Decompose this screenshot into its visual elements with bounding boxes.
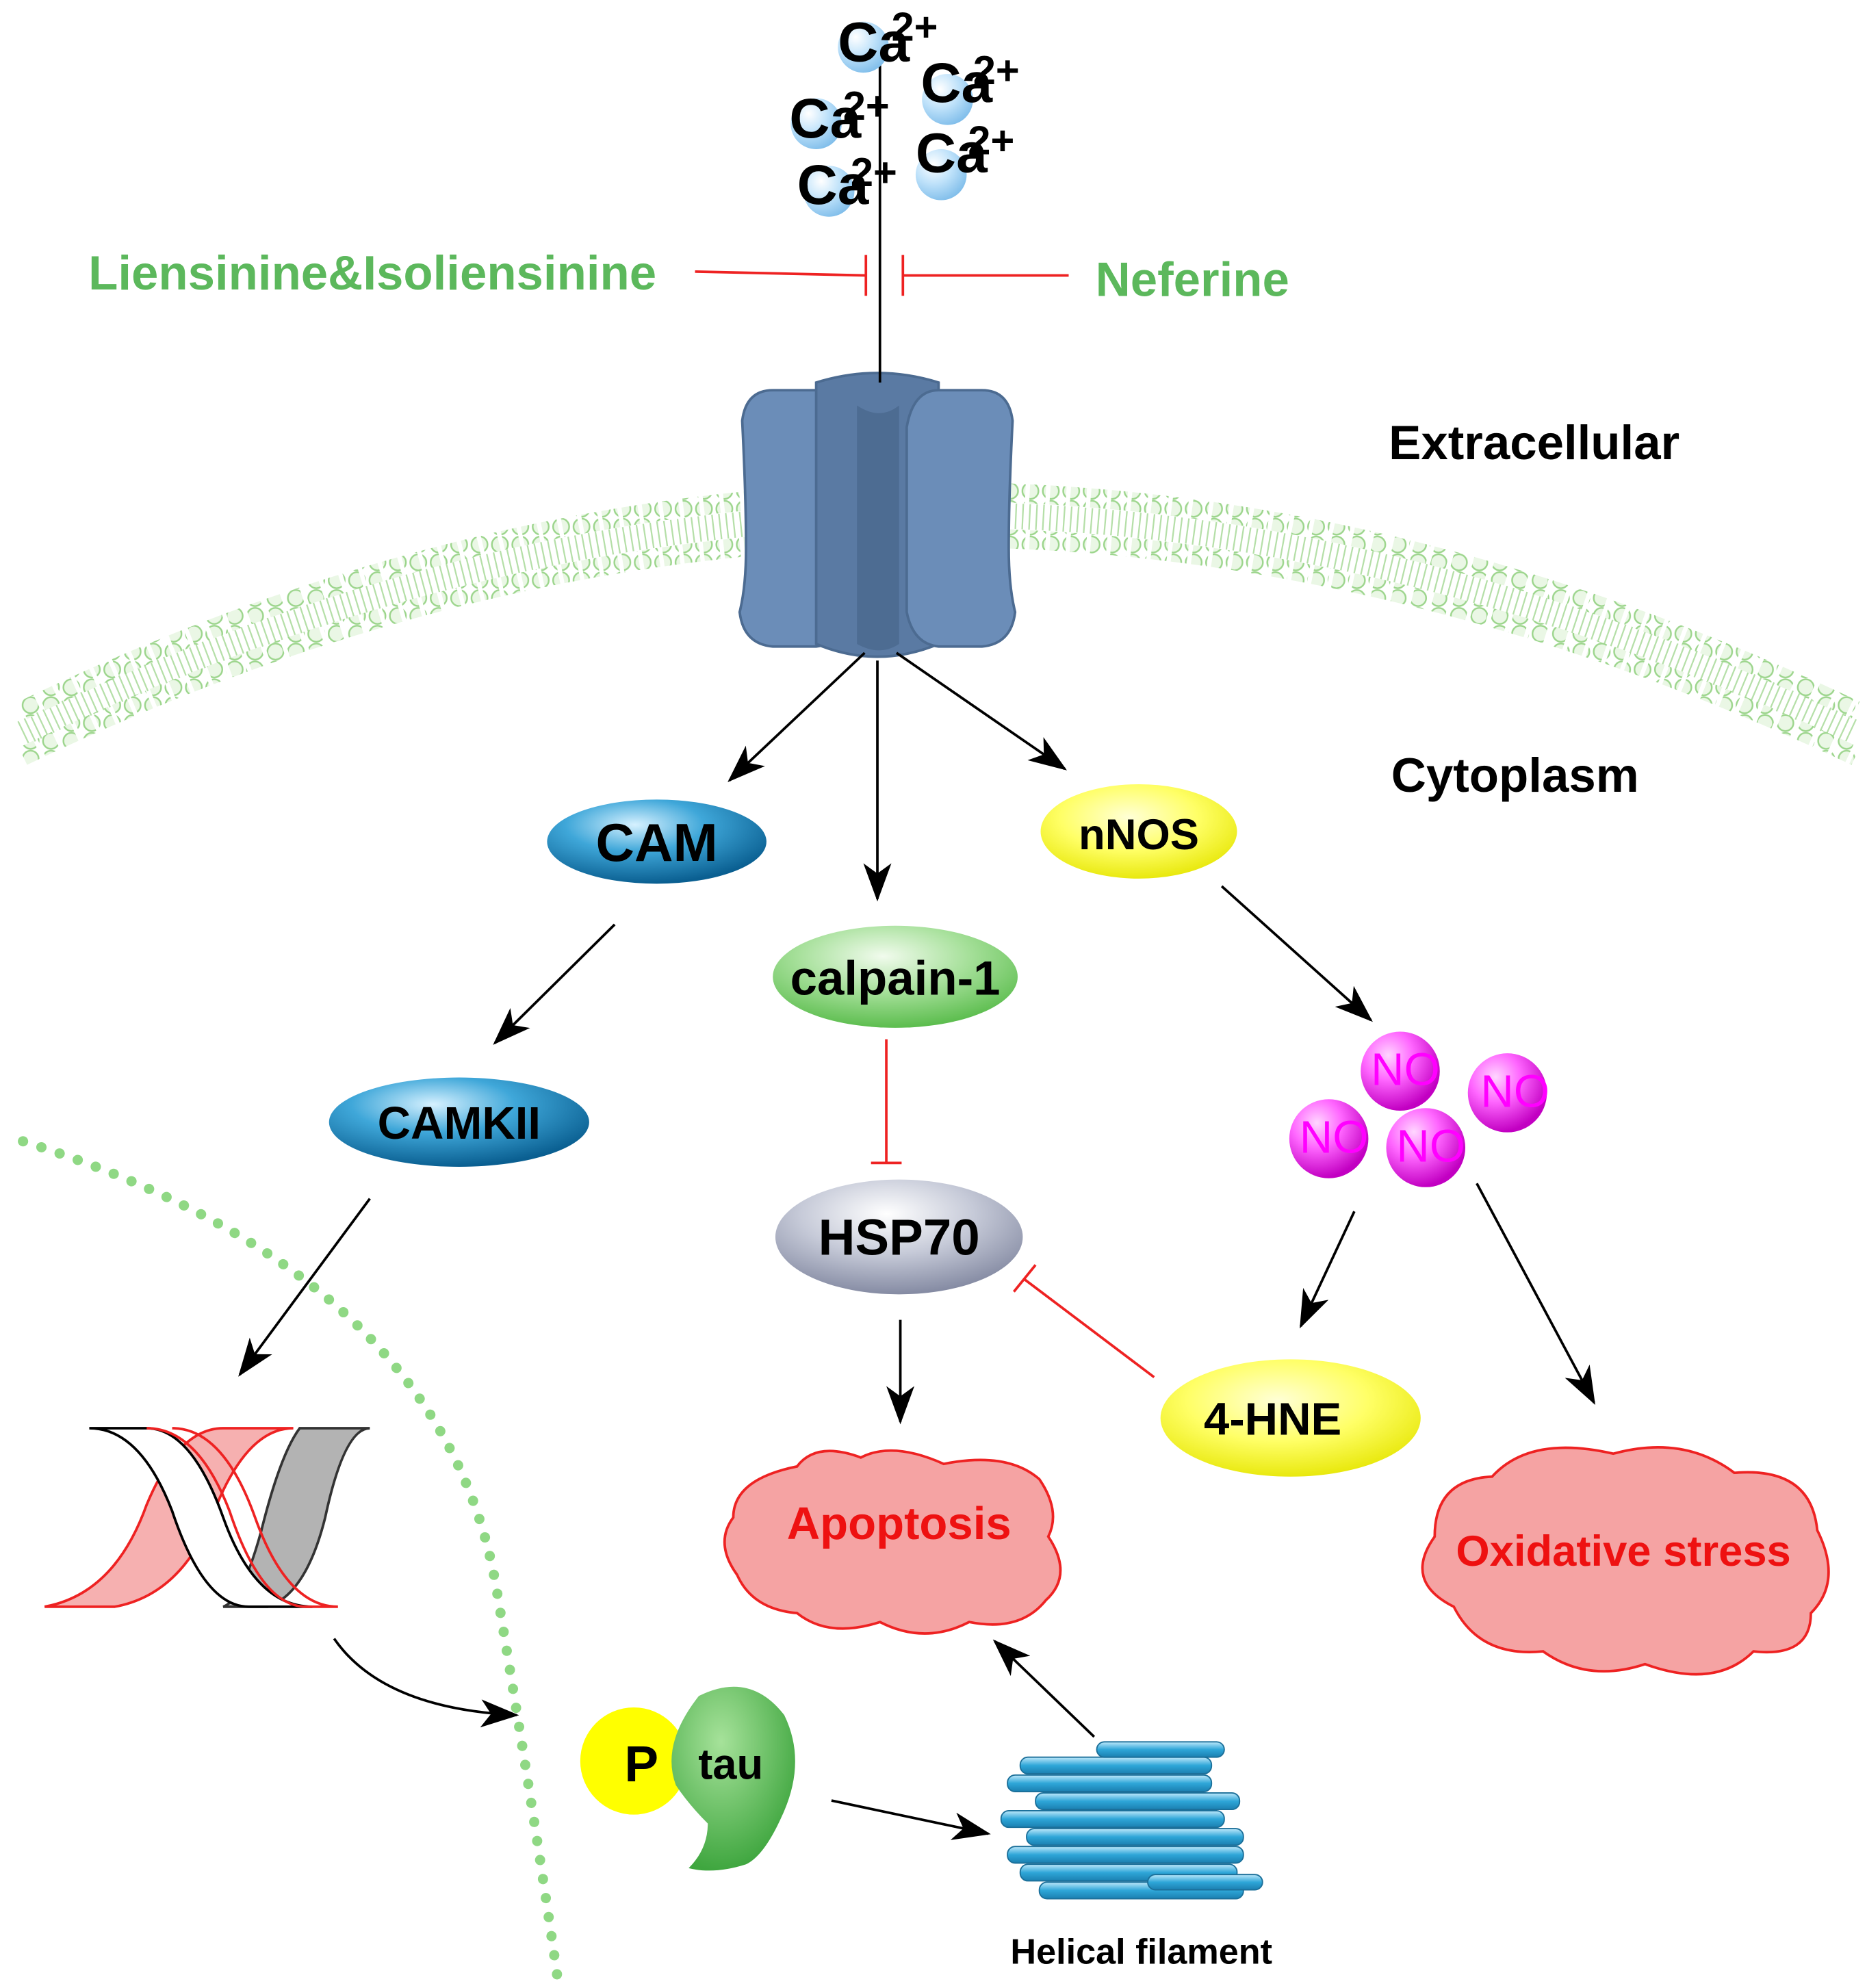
oxidative-stress-label: Oxidative stress [1456, 1527, 1790, 1575]
hsp70-node: HSP70 [775, 1179, 1023, 1295]
hne-node: 4-HNE [1160, 1359, 1421, 1477]
no-label: NO [1300, 1111, 1369, 1163]
calcium-ion: Ca 2+ [789, 83, 889, 150]
ion-charge: 2+ [968, 117, 1014, 163]
ion-symbol: Ca [838, 11, 910, 73]
no-label: NO [1396, 1121, 1465, 1172]
arrow-channel-to-cam [728, 651, 866, 782]
cam-node: CAM [547, 799, 767, 884]
helical-filament-icon [1000, 1741, 1263, 1900]
channel-right-subunit [905, 389, 1017, 648]
cytoplasm-label: Cytoplasm [1391, 749, 1639, 803]
arrow-channel-to-nnos [895, 651, 1067, 771]
calcium-ion: Ca 2+ [797, 149, 897, 217]
phosphate-icon [580, 1707, 688, 1815]
no-molecule: NO [1386, 1108, 1465, 1187]
ion-charge: 2+ [851, 149, 897, 195]
oxidative-stress-outcome: Oxidative stress [1421, 1446, 1830, 1676]
no-molecule: NO [1289, 1099, 1369, 1178]
ion-charge: 2+ [892, 4, 938, 50]
arrow-dna-to-tau [333, 1638, 519, 1728]
dna-icon [44, 1427, 370, 1608]
apoptosis-outcome: Apoptosis [723, 1449, 1062, 1635]
no-label: NO [1480, 1066, 1549, 1117]
arrow-cam-to-camkii [493, 923, 616, 1045]
inhibit-calpain-to-hsp70 [871, 1039, 902, 1165]
no-molecule: NO [1467, 1053, 1549, 1133]
arrow-camkii-to-dna [238, 1198, 371, 1377]
phosphate-label: P [624, 1735, 658, 1792]
inhibitor-left-line [695, 255, 868, 296]
nitric-oxide-molecules: NO NO NO NO [1289, 1031, 1549, 1187]
calcium-ion: Ca 2+ [838, 4, 938, 73]
tau-label: tau [698, 1740, 763, 1788]
ion-charge: 2+ [973, 47, 1020, 93]
ion-symbol: Ca [797, 154, 870, 216]
nnos-label: nNOS [1079, 811, 1199, 859]
apoptosis-label: Apoptosis [787, 1498, 1012, 1549]
no-molecule: NO [1361, 1031, 1440, 1111]
ion-symbol: Ca [916, 122, 988, 185]
arrow-tau-to-filament [831, 1799, 991, 1840]
phospho-tau: P tau [580, 1686, 795, 1871]
cam-label: CAM [596, 812, 718, 873]
inhibit-4hne-to-hsp70 [1012, 1264, 1155, 1378]
oxidative-stress-cloud [1421, 1446, 1830, 1676]
channel-pore [857, 405, 899, 651]
calpain-label: calpain-1 [790, 951, 1001, 1005]
calpain-node: calpain-1 [773, 925, 1018, 1028]
arrow-filament-to-apoptosis [992, 1639, 1096, 1738]
arrow-no-to-4hne [1299, 1211, 1356, 1329]
calcium-ion: Ca 2+ [915, 117, 1014, 201]
inhibitor-right-line [901, 255, 1069, 296]
hne-label: 4-HNE [1204, 1393, 1341, 1445]
calcium-ion: Ca 2+ [920, 47, 1020, 125]
nnos-node: nNOS [1040, 784, 1237, 879]
ion-symbol: Ca [920, 52, 993, 114]
inhibitor-right-label: Neferine [1096, 253, 1289, 307]
inhibitor-left-label: Liensinine&Isoliensinine [88, 246, 656, 300]
ion-charge: 2+ [843, 83, 890, 129]
extracellular-label: Extracellular [1389, 416, 1679, 470]
apoptosis-cloud [723, 1449, 1062, 1635]
hsp70-label: HSP70 [819, 1209, 980, 1266]
arrow-no-to-oxidative-stress [1476, 1183, 1595, 1405]
tau-protein-icon [671, 1686, 795, 1871]
membrane-tail-band [17, 502, 1862, 745]
camkii-label: CAMKII [378, 1098, 541, 1149]
camkii-node: CAMKII [329, 1077, 589, 1167]
ion-symbol: Ca [789, 88, 862, 150]
arrow-nnos-to-no [1220, 885, 1373, 1022]
no-label: NO [1371, 1044, 1440, 1096]
calcium-channel [738, 372, 1017, 658]
helical-filament-label: Helical filament [1010, 1933, 1272, 1972]
